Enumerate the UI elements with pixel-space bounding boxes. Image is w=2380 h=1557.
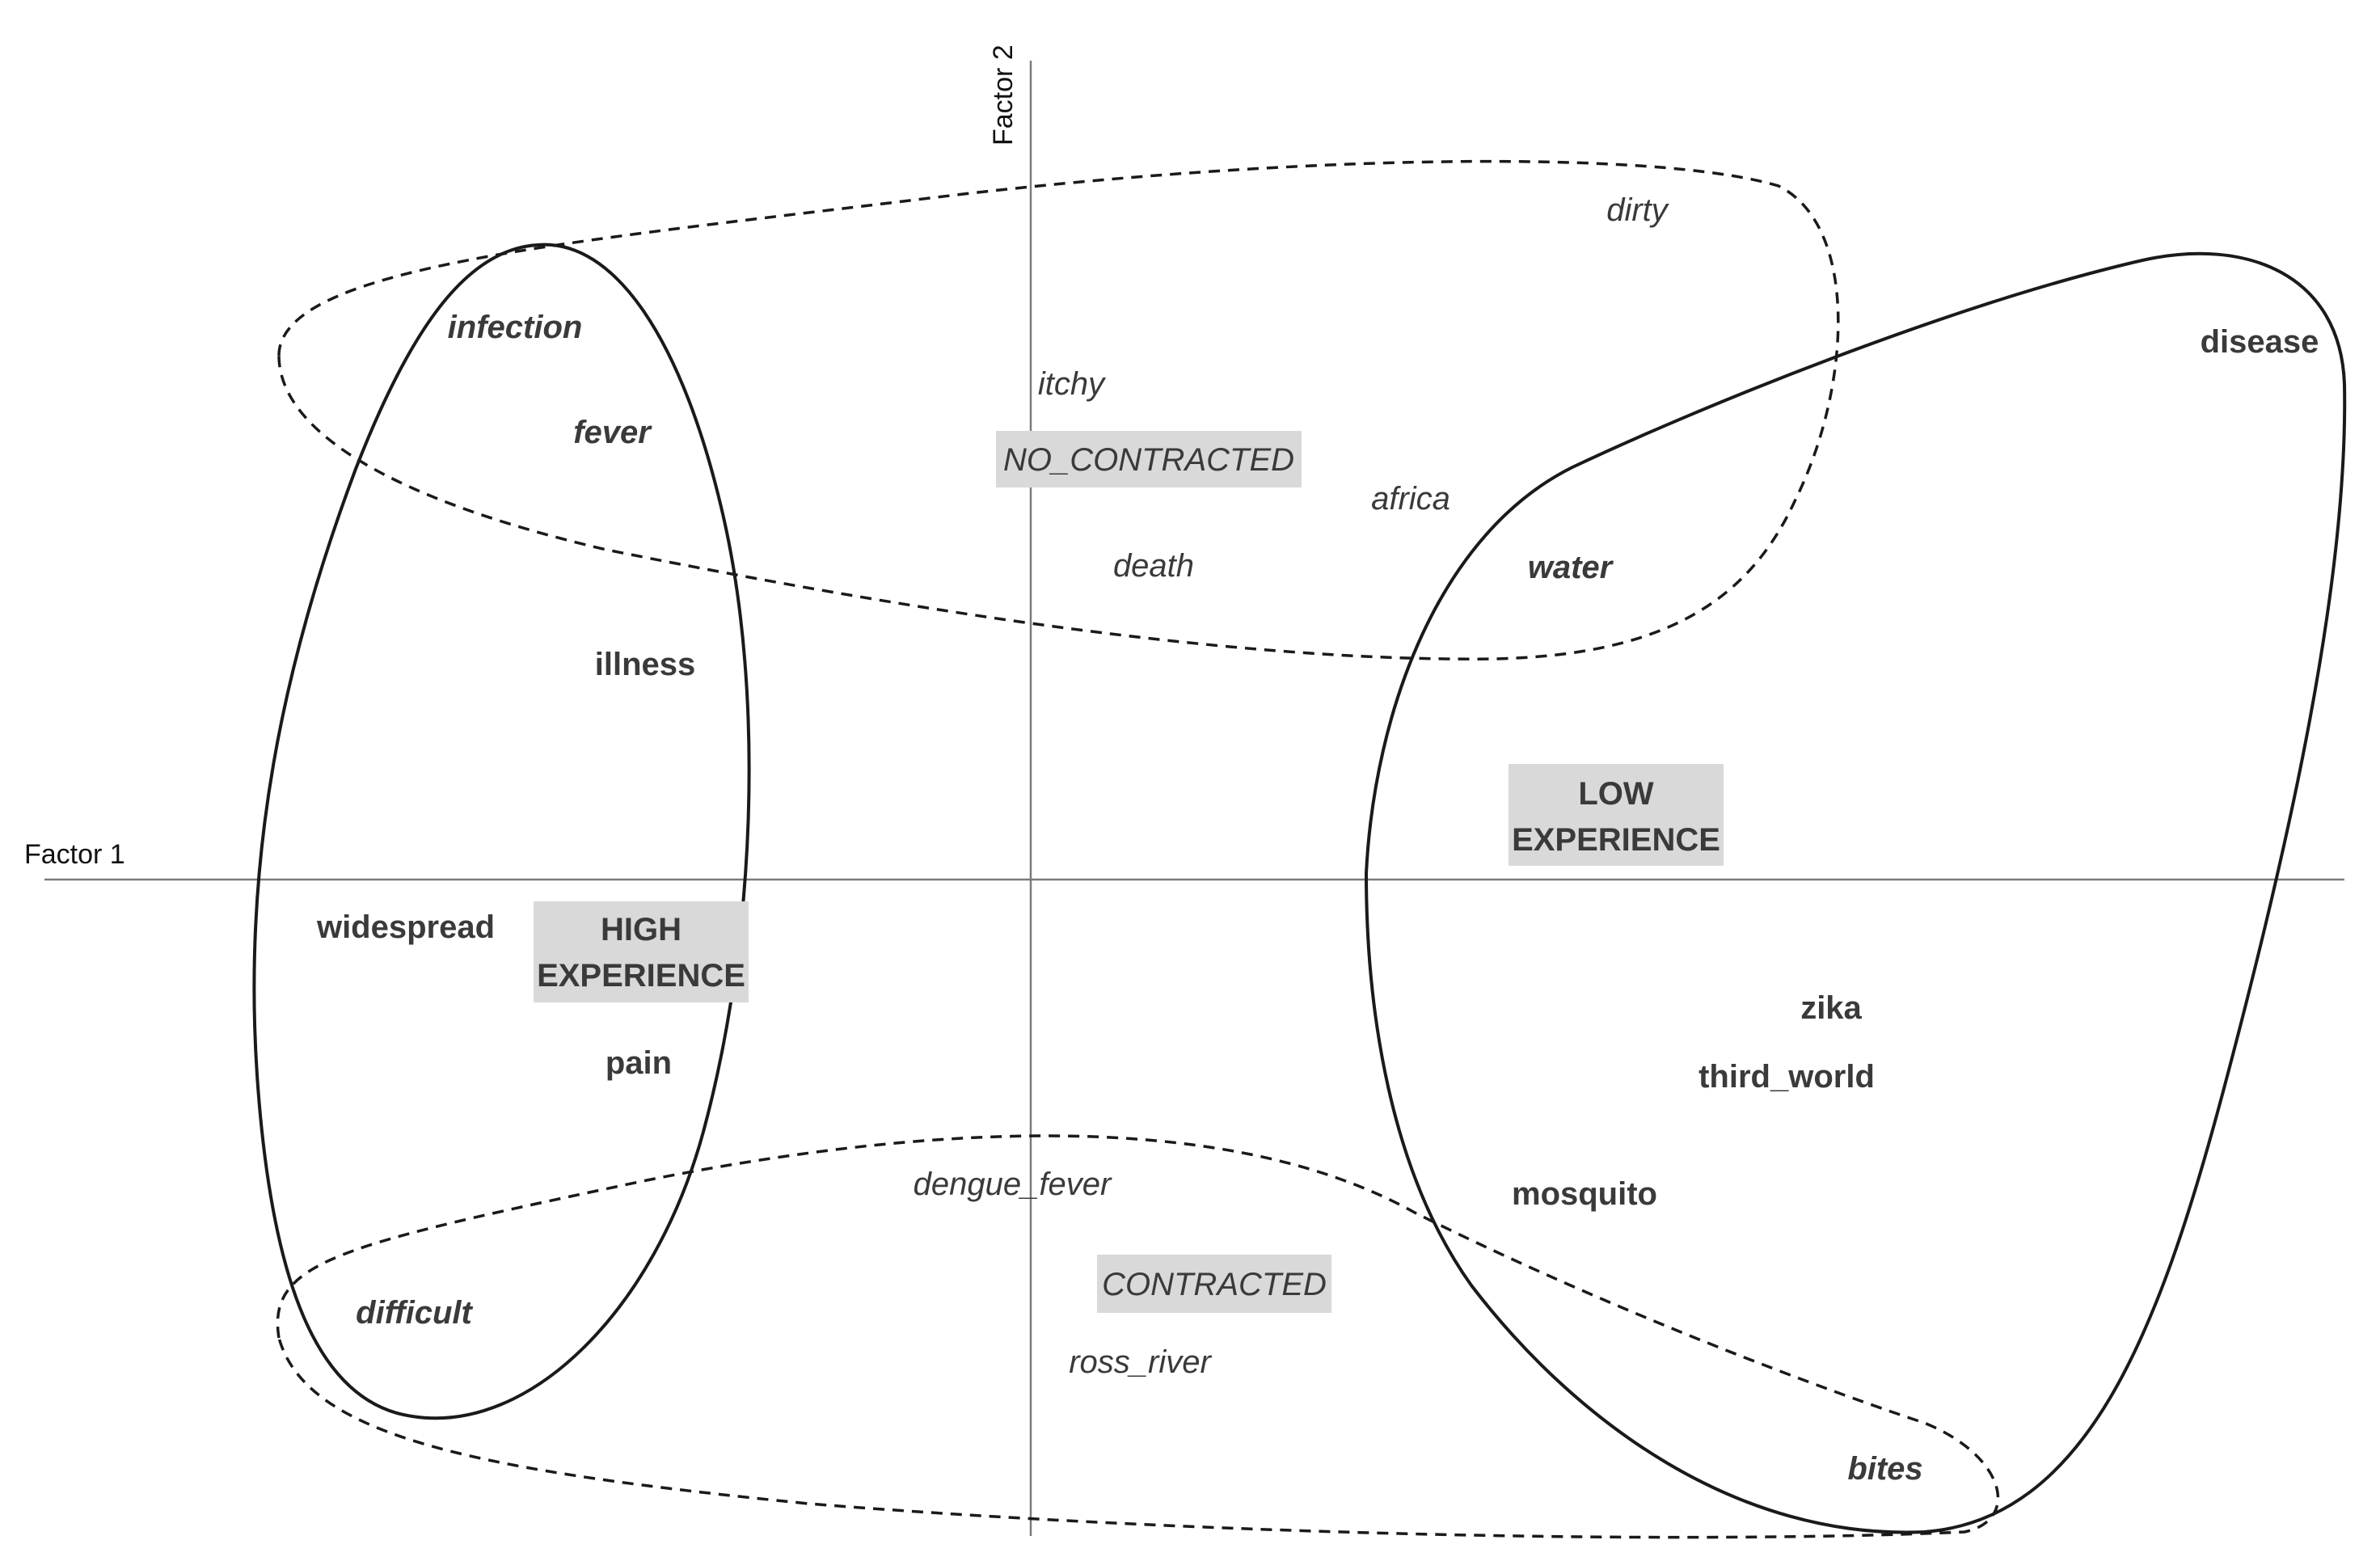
word-illness: illness xyxy=(595,647,696,682)
word-third-world: third_world xyxy=(1698,1059,1875,1095)
high-experience-label-line1: HIGH xyxy=(601,912,682,947)
word-ross-river: ross_river xyxy=(1069,1344,1212,1380)
word-fever: fever xyxy=(573,415,652,450)
high-experience-label-line2: EXPERIENCE xyxy=(537,958,745,994)
high-experience-outline xyxy=(252,243,751,1420)
low-experience-label-line1: LOW xyxy=(1578,776,1654,812)
factor2-axis-label: Factor 2 xyxy=(988,44,1019,146)
no-contracted-box xyxy=(996,431,1302,487)
low-experience-outline xyxy=(1364,251,2347,1534)
high-experience-box xyxy=(534,901,749,1002)
word-pain: pain xyxy=(606,1045,672,1081)
word-disease: disease xyxy=(2201,324,2319,360)
word-dengue-fever: dengue_fever xyxy=(914,1167,1112,1202)
word-mosquito: mosquito xyxy=(1512,1176,1657,1212)
contracted-label: CONTRACTED xyxy=(1102,1267,1327,1302)
no-contracted-outline xyxy=(277,159,1840,660)
no-contracted-label: NO_CONTRACTED xyxy=(1003,442,1294,478)
word-difficult: difficult xyxy=(356,1295,473,1331)
word-itchy: itchy xyxy=(1038,366,1107,402)
word-dirty: dirty xyxy=(1606,192,1670,228)
word-water: water xyxy=(1528,550,1614,585)
contracted-box xyxy=(1097,1255,1331,1313)
word-africa: africa xyxy=(1371,481,1450,517)
word-widespread: widespread xyxy=(316,909,495,945)
contracted-outline xyxy=(276,1134,2000,1539)
word-bites: bites xyxy=(1847,1451,1922,1487)
low-experience-box xyxy=(1509,764,1724,866)
low-experience-label-line2: EXPERIENCE xyxy=(1512,822,1720,858)
factor1-axis-label: Factor 1 xyxy=(24,839,125,870)
word-death: death xyxy=(1113,548,1194,584)
word-infection: infection xyxy=(448,310,583,345)
word-zika: zika xyxy=(1800,990,1862,1026)
